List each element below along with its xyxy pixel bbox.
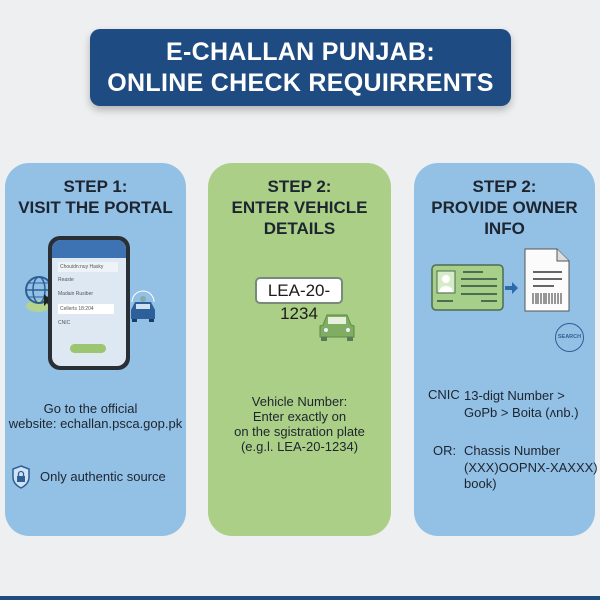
step3-title: STEP 2: [472,177,537,196]
car-icon [131,290,155,322]
phone-field: Madain Rusiber [58,291,94,297]
title-line-1: E-CHALLAN PUNJAB: [166,38,435,66]
car-icon [319,314,355,341]
footer-bar [0,596,600,600]
step2-description: Vehicle Number: Enter exactly on on the … [208,394,391,454]
chassis-line: Chassis Number [464,443,561,458]
phone-field: Reaste [58,277,74,283]
document-icon [524,248,570,312]
plate-number: LEA-20-1234 [267,281,331,323]
chassis-line: (XXX)OOPNX-XAXXX) [464,459,598,475]
cnic-line: 13-digt Number > [464,388,565,403]
step3-content: STEP 2: PROVIDE OWNER INFO [414,0,595,238]
step2-content: STEP 2: ENTER VEHICLE DETAILS [208,0,391,238]
phone-field: CNIC [58,320,71,326]
chassis-line: book) [464,476,497,491]
step1-title: STEP 1: [63,177,128,196]
step2-line: Vehicle Number: [251,394,348,409]
title-line-2: ONLINE CHECK REQUIRRENTS [107,69,494,97]
step2-title: STEP 2: [267,177,332,196]
step2-line: on the sgistration plate [234,424,365,439]
authentic-source-note: Only authentic source [40,469,166,484]
or-label: OR: [433,443,457,458]
search-icon: SEARCH [555,323,584,352]
cnic-line: GoPb > Boita (ʌnb.) [464,405,579,420]
step2-subtitle: ENTER VEHICLE DETAILS [231,198,368,238]
step1-website-link: website: echallan.psca.gop.pk [8,416,183,431]
search-label: SEARCH [557,334,582,340]
step2-card [208,163,391,536]
phone-field: Chouidn:nuy Hasky [58,262,118,272]
smartphone-icon: Chouidn:nuy Hasky Reaste Madain Rusiber … [48,236,130,370]
chassis-description: Chassis Number (XXX)OOPNX-XAXXX) book) [464,443,598,493]
license-plate-icon: LEA-20-1234 [255,277,343,323]
phone-submit-button [70,344,106,353]
cnic-description: 13-digt Number > GoPb > Boita (ʌnb.) [464,387,579,421]
page-title: E-CHALLAN PUNJAB: ONLINE CHECK REQUIRREN… [90,29,511,106]
step1-line: Go to the official [43,401,138,416]
shield-lock-icon [12,465,30,489]
cnic-label: CNIC [428,387,460,402]
phone-field: Cellerts 18:204 [58,304,114,314]
step1-content: STEP 1: VISIT THE PORTAL [5,0,186,600]
step2-line: Enter exactly on [252,409,347,424]
arrow-right-icon [505,282,518,294]
step2-line: (e.g.l. LEA-20-1234) [240,439,359,454]
step1-description: Go to the official website: echallan.psc… [5,401,186,431]
step1-subtitle: VISIT THE PORTAL [18,198,173,217]
step3-subtitle: PROVIDE OWNER INFO [431,198,578,238]
id-card-icon [431,264,504,311]
